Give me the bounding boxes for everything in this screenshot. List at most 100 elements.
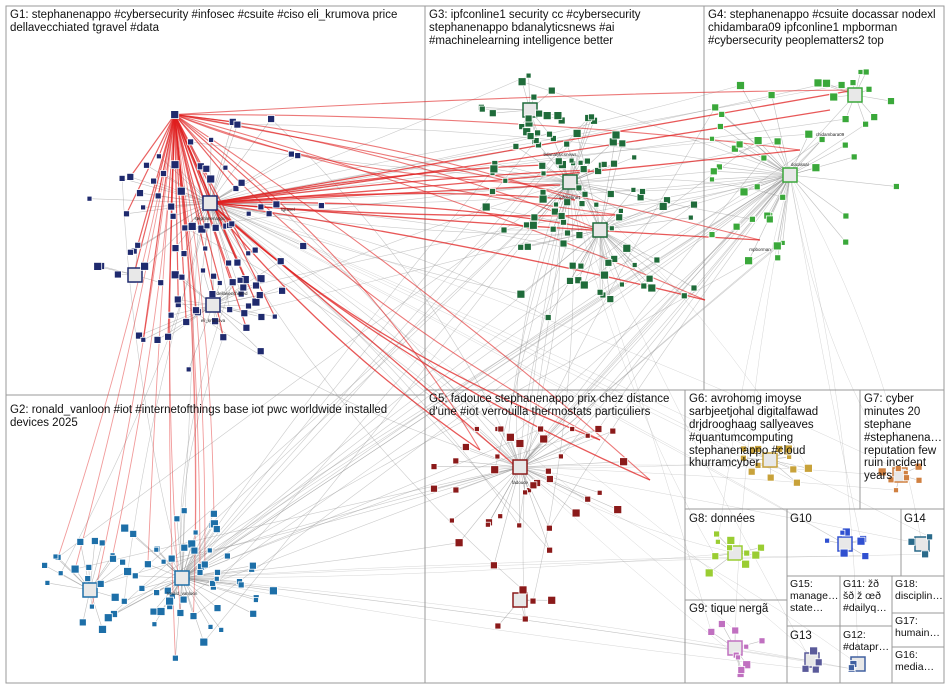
edge-highlight-red	[169, 114, 176, 659]
edge-inter-gray	[571, 174, 791, 430]
node-g2	[98, 539, 106, 547]
edge-inter-gray	[181, 140, 537, 579]
edge-intra-g5	[493, 466, 521, 566]
node-g3	[530, 213, 539, 222]
node-g5	[473, 426, 480, 432]
node-g3	[488, 109, 497, 118]
node-g4	[718, 111, 726, 118]
node-g1	[222, 164, 229, 171]
edge-intra-g5	[519, 466, 600, 494]
edge-intra-g4	[711, 174, 791, 235]
node-g3	[523, 242, 532, 251]
node-g3	[534, 129, 541, 137]
node-g4	[893, 183, 900, 190]
edge-highlight-red	[174, 114, 221, 284]
node-g1	[202, 164, 211, 173]
node-g3	[606, 190, 615, 198]
edge-highlight-red	[174, 114, 621, 216]
node-g2	[76, 538, 85, 546]
node-g1	[237, 178, 246, 187]
node-g1	[126, 172, 135, 181]
node-g14	[926, 533, 933, 541]
edge-inter-gray	[569, 141, 778, 183]
node-g2	[237, 581, 245, 589]
node-g4	[732, 222, 741, 231]
node-g2	[123, 567, 132, 576]
node-g1	[233, 120, 242, 129]
node-g3	[489, 188, 496, 195]
edge-inter-gray	[734, 174, 791, 631]
node-g5	[516, 522, 523, 529]
node-g8	[757, 543, 765, 552]
node-g4	[804, 129, 814, 139]
node-g3	[572, 128, 582, 138]
node-label: fadouce	[512, 480, 529, 485]
edge-intra-g4	[720, 126, 791, 176]
edge-highlight-red	[174, 114, 561, 186]
node-g3	[517, 243, 525, 251]
edge-highlight-red	[174, 114, 481, 451]
node-g2	[103, 613, 113, 623]
node-g1	[219, 333, 228, 342]
node-label: tgravel	[281, 207, 295, 212]
node-g3	[622, 243, 632, 253]
node-g4	[842, 212, 850, 220]
node-g7	[903, 474, 910, 482]
node-g10	[839, 548, 849, 558]
node-g4	[744, 256, 753, 266]
edge-highlight-red	[174, 114, 197, 311]
node-g6	[804, 463, 813, 473]
edge-inter-gray	[717, 174, 791, 542]
node-g5	[505, 432, 515, 442]
node-g5	[594, 425, 603, 433]
edge-inter-gray	[193, 174, 791, 617]
node-g4	[841, 141, 849, 149]
edge-inter-gray	[179, 282, 233, 579]
node-label: ronald_vanloon	[167, 591, 198, 596]
node-g5	[619, 457, 628, 467]
node-g5	[613, 505, 623, 515]
node-g2	[120, 523, 130, 533]
node-g4	[709, 135, 715, 142]
node-g10	[839, 529, 846, 536]
edge-inter-gray	[213, 181, 571, 588]
node-g3	[588, 113, 595, 121]
edge-highlight-red	[174, 114, 206, 565]
node-g2	[248, 561, 257, 570]
node-g2	[52, 553, 59, 560]
node-g3	[690, 284, 698, 292]
node-g2	[129, 530, 138, 538]
edge-highlight-red	[142, 114, 176, 340]
node-g3	[596, 288, 604, 296]
node-g1	[171, 244, 180, 253]
node-g3	[554, 157, 563, 166]
node-g1	[135, 331, 143, 340]
node-g14	[921, 550, 929, 559]
node-g3	[566, 276, 574, 285]
node-g13	[801, 664, 810, 673]
node-g3	[574, 276, 583, 285]
node-g1	[211, 223, 220, 232]
node-g3	[645, 274, 654, 283]
node-g3	[550, 135, 557, 142]
node-g3	[618, 139, 627, 148]
node-g8	[726, 536, 736, 545]
node-g2	[206, 547, 213, 554]
edge-intra-g1	[209, 153, 292, 204]
hub-node-g2	[174, 570, 190, 586]
edge-inter-gray	[596, 174, 791, 207]
node-g1	[276, 257, 285, 266]
node-g5	[489, 561, 498, 570]
node-g10	[861, 552, 870, 560]
node-label-layer: stephanenappoeli_krumovadellavecchiatedt…	[167, 132, 845, 596]
node-g3	[544, 314, 552, 321]
edge-intra-g5	[433, 466, 521, 489]
edge-inter-gray	[519, 157, 765, 468]
edge-inter-gray	[184, 227, 521, 468]
node-g1	[255, 291, 264, 300]
node-g1	[140, 204, 147, 211]
node-g3	[549, 225, 557, 233]
node-g1	[210, 272, 218, 280]
node-label: chidambara09	[816, 132, 845, 137]
